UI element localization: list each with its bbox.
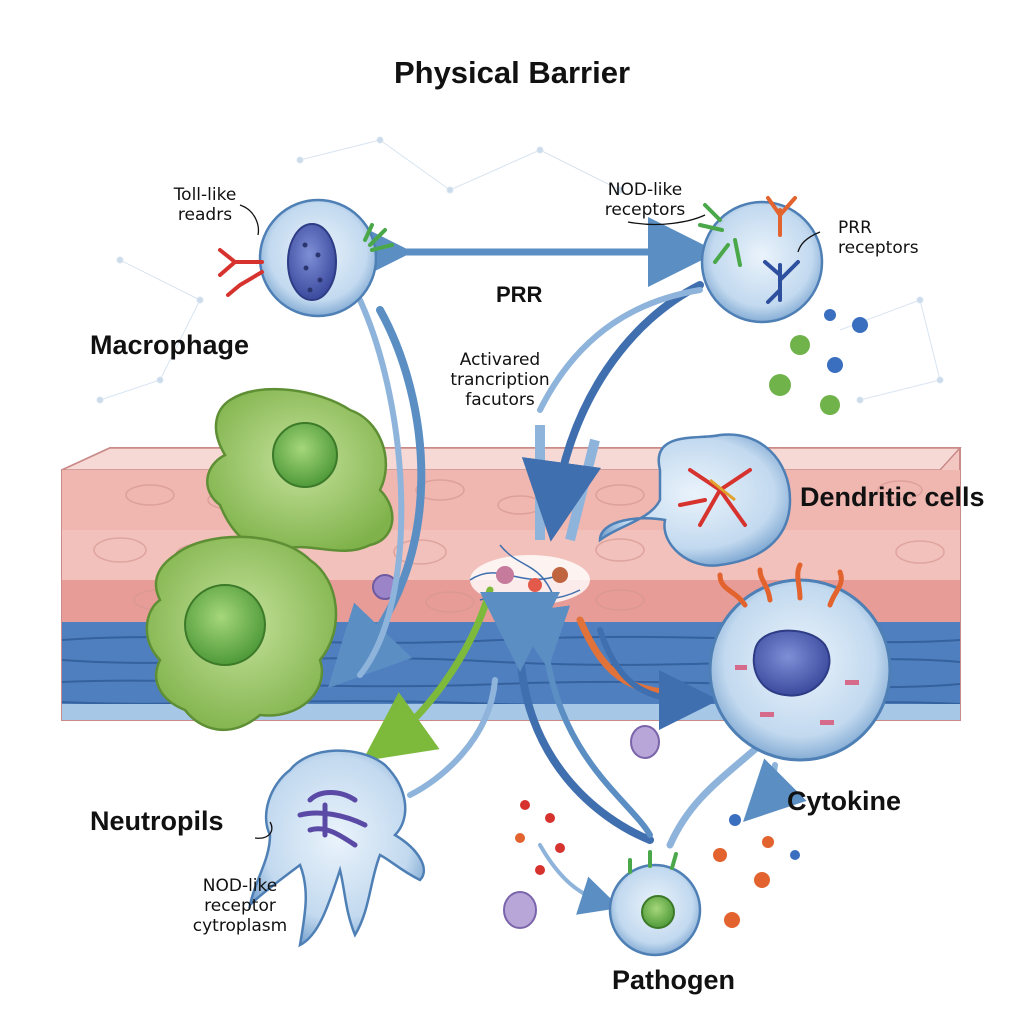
label-prr: PRR: [496, 282, 543, 307]
cytokine-cell: [708, 562, 892, 762]
particles-bottom: [503, 725, 800, 929]
pathogen-receptor-icon: [628, 850, 678, 874]
label-macrophage: Macrophage: [90, 330, 250, 360]
arrow-nod-hub: [521, 281, 704, 542]
arrow-pathogen-hub: [479, 591, 654, 844]
macrophage-cell-top: [218, 198, 394, 318]
label-nod-like-cytoplasm: NOD-like receptor cytroplasm: [192, 876, 288, 936]
neutrophil-cell: [247, 749, 426, 948]
pathogen-cell: [608, 850, 702, 957]
label-pathogen: Pathogen: [612, 965, 736, 995]
toll-like-receptor-icon: [218, 248, 264, 297]
label-toll-like: Toll-like readrs: [173, 185, 237, 225]
cytokine-receptor-icon: [717, 562, 844, 608]
arrow-macrophage-down: [327, 306, 426, 689]
diagram-title: Physical Barrier: [393, 55, 631, 90]
green-receptor-icon: [363, 223, 394, 252]
pathogen-particles-top: [769, 309, 868, 415]
arrow-hub-neutrophil-2: [407, 677, 498, 798]
network-background: [96, 136, 944, 404]
orange-receptor-icon: [766, 196, 797, 237]
label-leaders: [239, 204, 821, 839]
cytokine-granules: [735, 665, 859, 725]
nod-receptor-icon: [698, 203, 742, 267]
label-cytokine: Cytokine: [787, 786, 902, 816]
neutrophil-nucleus-icon: [297, 790, 368, 848]
arrow-to-pathogen: [538, 843, 621, 915]
dendritic-receptor-icon: [678, 468, 752, 527]
arrow-prr-loop: [537, 287, 703, 413]
arrow-hub-cytokine: [597, 627, 719, 730]
macrophage-green-cells: [145, 387, 394, 732]
arrow-cytokine-pathogen: [666, 741, 764, 849]
arrow-macrophage-down-2: [357, 297, 405, 678]
arrow-pathogen-hub-2: [510, 605, 653, 838]
label-neutropils: Neutropils: [90, 806, 224, 836]
label-dendritic-cells: Dendritic cells: [800, 482, 985, 512]
arrow-cytokine-down: [743, 758, 807, 822]
label-prr-receptors: PRR receptors: [838, 218, 919, 258]
blue-receptor-icon: [763, 260, 800, 304]
pathway-arrows: [327, 217, 807, 915]
label-activated-tf: Activared trancription facutors: [450, 350, 550, 410]
label-nod-like-receptors: NOD-like receptors: [604, 180, 686, 220]
nod-like-cell-top: [698, 196, 824, 324]
dendritic-cell: [598, 433, 792, 567]
